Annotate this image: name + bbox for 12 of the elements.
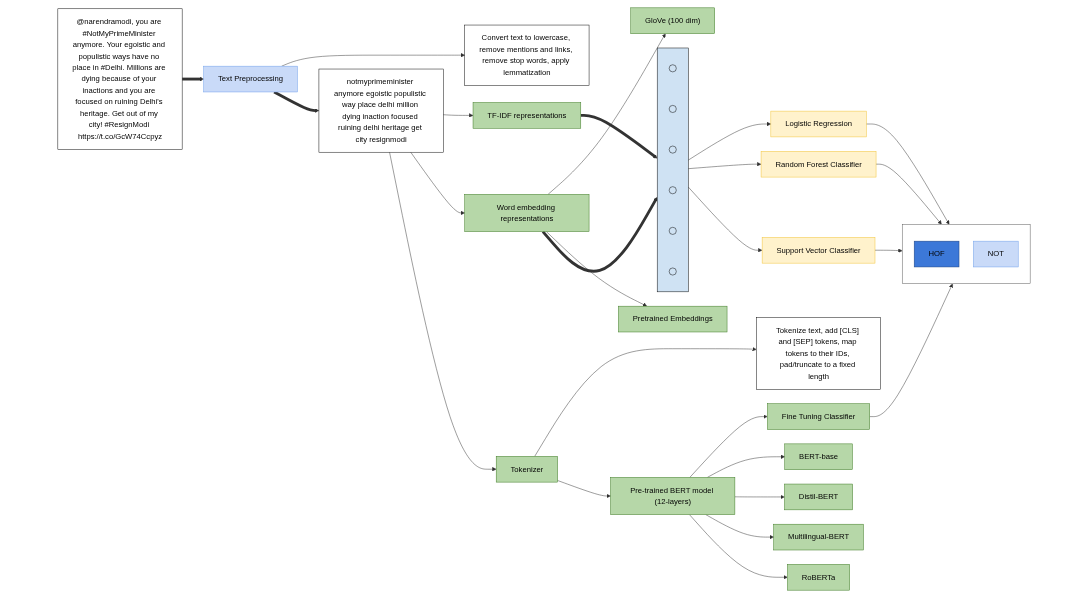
cluster <box>656 47 688 292</box>
node-circle <box>668 145 677 153</box>
arrow <box>272 90 319 113</box>
node-circle <box>668 226 677 235</box>
arrow <box>580 113 657 158</box>
node-circle <box>668 64 677 72</box>
arrow <box>181 76 204 81</box>
node-circle <box>668 185 677 194</box>
cluster <box>901 223 1030 284</box>
node-circle <box>668 104 677 113</box>
arrow <box>541 196 657 273</box>
node-circle <box>668 267 677 275</box>
